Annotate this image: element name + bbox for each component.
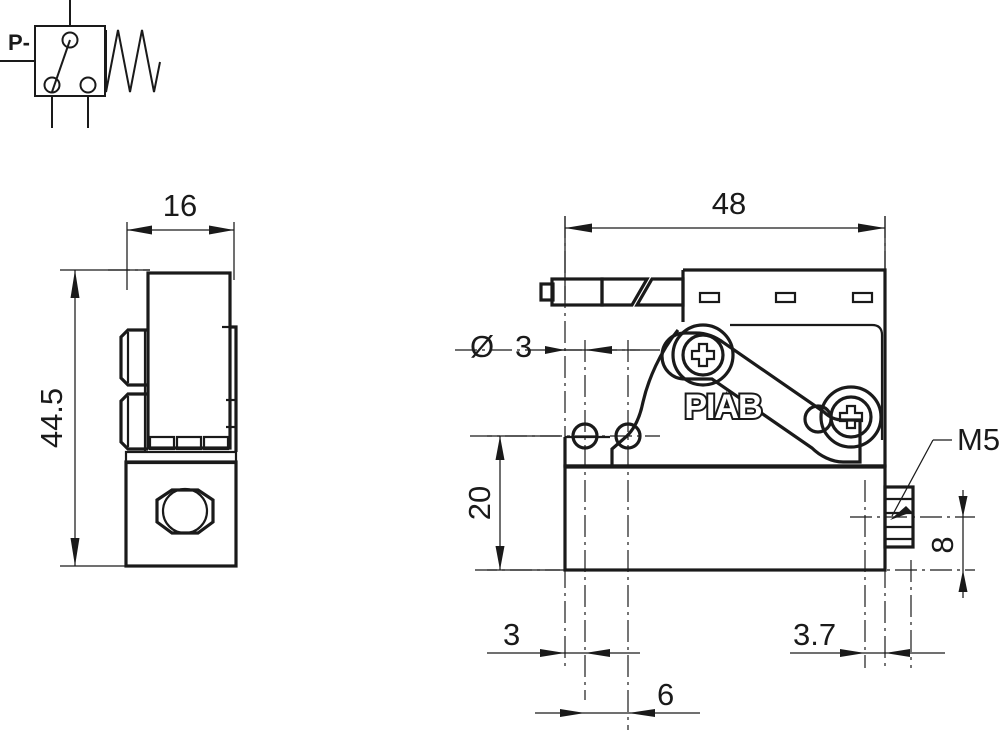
- valve-port-label: P-: [8, 30, 30, 55]
- mounting-clip-upper: [119, 328, 148, 387]
- dimension-dia-3: Ø 3: [470, 329, 660, 364]
- dimension-3: 3: [487, 617, 640, 657]
- side-view-slot-row: [148, 435, 230, 451]
- dimension-16-label: 16: [163, 188, 197, 223]
- spring-return-icon: [105, 29, 161, 93]
- dimension-dia-3-label: 3: [515, 329, 532, 364]
- inner-pocket: [730, 323, 884, 440]
- dimension-8: 8: [925, 490, 968, 598]
- mounting-holes-dia3: [571, 422, 642, 450]
- front-view-lower-block: [563, 464, 887, 572]
- torx-screw-lower: [803, 385, 883, 449]
- dimension-6: 6: [535, 677, 700, 717]
- left-side-view: 16 44.5: [34, 188, 238, 568]
- thread-callout-m5: M5: [890, 422, 1000, 520]
- hex-nut: [155, 487, 215, 535]
- dimension-20-label: 20: [462, 486, 497, 520]
- dimension-3-7: 3.7: [790, 617, 945, 657]
- vacuum-port-m5: [883, 485, 915, 549]
- dimension-8-label: 8: [925, 536, 960, 553]
- dimension-16: 16: [126, 188, 235, 290]
- air-inlet-nipple: [539, 277, 685, 307]
- pneumatic-valve-symbol: P-: [0, 0, 161, 128]
- dimension-44-5-label: 44.5: [34, 388, 69, 448]
- casting-rib: [610, 328, 680, 466]
- dimension-20: 20: [462, 435, 560, 571]
- mounting-clip-lower: [119, 392, 148, 451]
- dimension-dia-symbol: Ø: [470, 329, 494, 364]
- side-view-body: [119, 271, 238, 568]
- valve-port-lines: [0, 0, 89, 128]
- side-view-mid-plate: [124, 450, 238, 465]
- dimension-6-label: 6: [657, 677, 674, 712]
- side-view-upper-cartridge: [146, 271, 232, 450]
- dimension-3-7-label: 3.7: [793, 617, 836, 652]
- front-view-body: PIAB: [539, 268, 915, 572]
- dimension-48-label: 48: [712, 186, 746, 221]
- valve-flow-diagonal: [51, 39, 71, 93]
- dimension-48: 48: [564, 186, 886, 300]
- thread-m5-label: M5: [957, 422, 1000, 457]
- front-view-upper-cover: [563, 268, 887, 468]
- piab-logo: PIAB: [684, 388, 762, 426]
- silencer-slots: [698, 291, 874, 304]
- torx-screw-upper: [671, 323, 735, 387]
- side-view-lower-block: [124, 460, 238, 568]
- right-front-view: 48 Ø 3: [455, 186, 1000, 730]
- dimension-44-5: 44.5: [34, 269, 150, 567]
- valve-port-circles: [43, 31, 97, 94]
- dimension-3-label: 3: [503, 617, 520, 652]
